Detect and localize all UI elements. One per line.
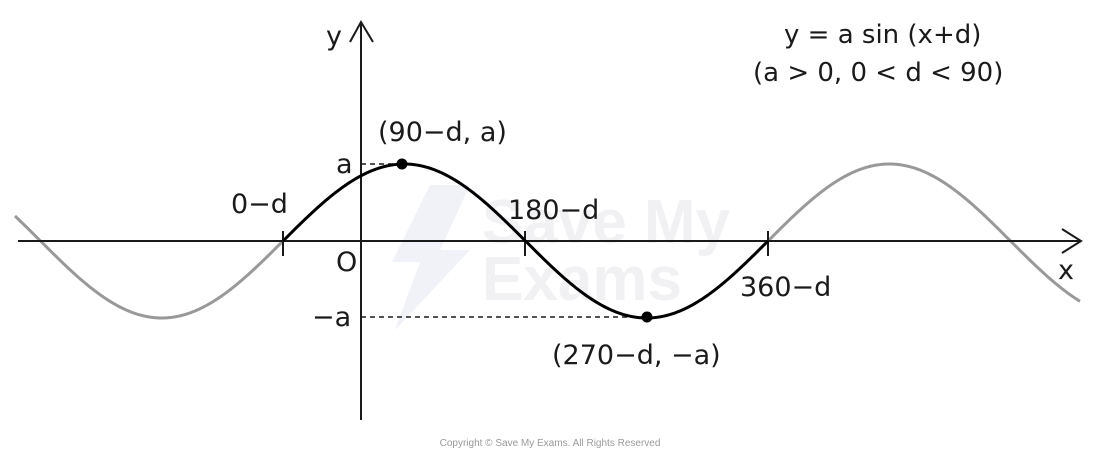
y-axis-arrow-icon	[349, 19, 374, 43]
watermark-logo-icon	[392, 185, 470, 330]
highlighted-curve	[281, 162, 770, 320]
watermark-line-1: Save My	[482, 188, 731, 257]
intercept-label-first: 0−d	[231, 189, 288, 220]
maximum-point-label: (90−d, a)	[378, 117, 507, 148]
background-curve-right	[766, 162, 1081, 303]
origin-label: O	[336, 247, 357, 278]
x-axis	[18, 228, 1083, 254]
watermark: Save My Exams	[392, 185, 731, 330]
condition-label: (a > 0, 0 < d < 90)	[753, 58, 1003, 88]
x-axis-arrow-icon	[1061, 228, 1083, 254]
intercept-label-third: 360−d	[740, 272, 831, 303]
copyright-text: Copyright © Save My Exams. All Rights Re…	[440, 438, 661, 449]
minimum-point-label: (270−d, −a)	[552, 340, 721, 371]
maximum-point	[396, 158, 408, 170]
minimum-point	[641, 311, 653, 323]
background-curve-left	[13, 214, 285, 320]
watermark-line-2: Exams	[482, 245, 682, 314]
y-min-label: −a	[312, 302, 351, 333]
equation-label: y = a sin (x+d)	[784, 20, 981, 50]
y-max-label: a	[336, 149, 353, 180]
x-axis-label: x	[1058, 255, 1074, 286]
y-axis	[349, 19, 374, 420]
intercept-label-second: 180−d	[508, 195, 599, 226]
y-axis-label: y	[326, 21, 342, 52]
